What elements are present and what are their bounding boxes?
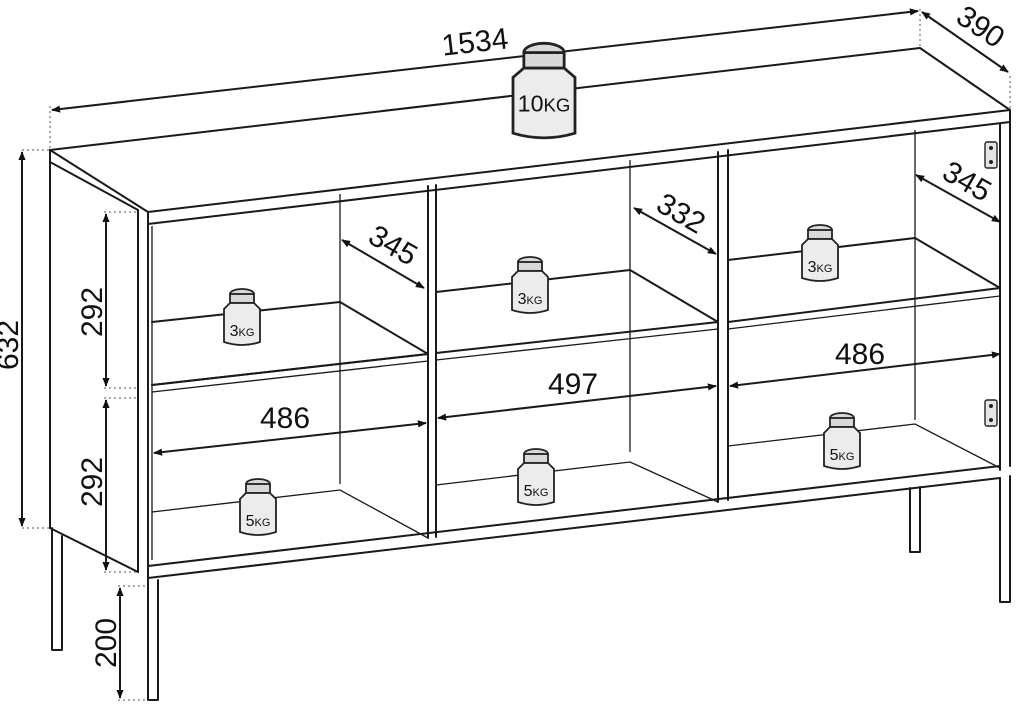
weight-lower-left-number: 5 xyxy=(246,513,255,530)
weight-upper-left-number: 3 xyxy=(230,323,239,340)
weight-icon: 10KG xyxy=(511,41,577,140)
weight-upper-middle-number: 3 xyxy=(518,291,527,308)
svg-text:5KG: 5KG xyxy=(524,483,549,500)
legs xyxy=(51,475,1011,701)
svg-text:5KG: 5KG xyxy=(246,513,271,530)
svg-text:5KG: 5KG xyxy=(830,447,855,464)
weight-icon: 5KG xyxy=(517,448,555,506)
weight-icon: 3KG xyxy=(511,256,549,314)
dim-depth-label: 390 xyxy=(950,0,1010,55)
svg-text:3KG: 3KG xyxy=(230,323,255,340)
svg-text:3KG: 3KG xyxy=(808,259,833,276)
weight-icon: 5KG xyxy=(823,412,861,470)
weight-lower-left-unit: KG xyxy=(255,517,271,529)
weight-upper-middle-unit: KG xyxy=(527,295,543,307)
dim-leg-height-label: 200 xyxy=(90,618,123,668)
vertical-dividers xyxy=(339,130,916,539)
dim-lower-height-label: 292 xyxy=(76,457,109,507)
weight-lower-right-number: 5 xyxy=(830,447,839,464)
dim-height-label: 632 xyxy=(0,320,25,370)
weight-upper-right-unit: KG xyxy=(817,263,833,275)
weight-lower-right-unit: KG xyxy=(839,451,855,463)
dim-upper-height-label: 292 xyxy=(76,287,109,337)
dim-depth-middle-label: 332 xyxy=(651,187,711,241)
hinge-upper-icon xyxy=(984,141,998,169)
weight-icon: 3KG xyxy=(801,224,839,282)
dim-depth-left-label: 345 xyxy=(363,219,423,273)
svg-text:3KG: 3KG xyxy=(518,291,543,308)
dim-width-right-label: 486 xyxy=(835,338,885,371)
weight-lower-middle-number: 5 xyxy=(524,483,533,500)
weight-top-number: 10 xyxy=(518,91,544,117)
dim-width-label: 1534 xyxy=(440,22,510,62)
weight-icon: 3KG xyxy=(223,288,261,346)
weight-top-unit: KG xyxy=(544,95,571,116)
dim-width-middle-label: 497 xyxy=(548,368,598,401)
dimension-lines xyxy=(18,8,1011,701)
weight-icon: 5KG xyxy=(239,478,277,536)
weight-upper-right-number: 3 xyxy=(808,259,817,276)
dim-width-left-label: 486 xyxy=(260,402,310,435)
hinge-lower-icon xyxy=(984,399,998,427)
svg-text:10KG: 10KG xyxy=(518,91,571,117)
weight-upper-left-unit: KG xyxy=(239,327,255,339)
weight-lower-middle-unit: KG xyxy=(533,487,549,499)
